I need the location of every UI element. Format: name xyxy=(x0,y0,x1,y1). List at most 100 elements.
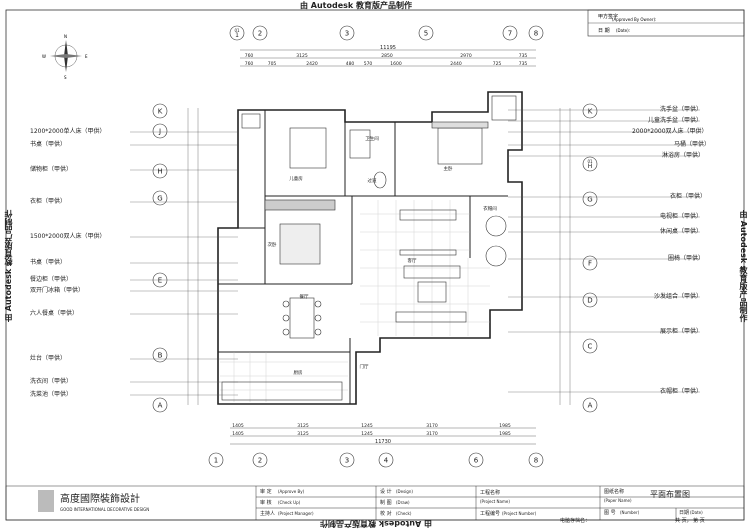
top-dimension-lines xyxy=(240,49,536,67)
tb-draw-en: (Draw) xyxy=(396,500,410,505)
room-label-6: 客厅 xyxy=(408,257,417,264)
callout-sideboard: 餐边柜（甲供） xyxy=(30,276,73,283)
tb-file-name: 电脑存档名： xyxy=(560,518,591,524)
grid-top-5: 7 xyxy=(502,25,518,41)
callout-coat-cabinet: 衣帽柜（甲供） xyxy=(660,388,703,395)
dim-bot1-0: 1405 xyxy=(232,423,244,429)
tb-checkby: 校 对 xyxy=(380,511,392,517)
side-dimension-lines xyxy=(187,108,571,405)
callout-sofa: 沙发组合（甲供） xyxy=(654,293,703,300)
callout-laundry: 洗衣间（甲供） xyxy=(30,378,73,385)
title-block xyxy=(5,485,745,521)
grid-right-1: 01H xyxy=(582,156,598,172)
dim-top-total: 11195 xyxy=(380,45,396,51)
grid-left-B-6: B xyxy=(152,347,168,363)
grid-bottom-4: 4 xyxy=(378,452,394,468)
grid-top-2-label: 2 xyxy=(258,30,262,38)
approval-signature-en: (Approved By Owner): xyxy=(612,17,656,22)
grid-right-2-label: G xyxy=(587,196,592,204)
grid-left-H-2-label: H xyxy=(157,168,162,176)
grid-top-6-label: 8 xyxy=(534,30,538,38)
tb-checkby-en: (Check) xyxy=(396,511,412,516)
grid-right-1-label: H xyxy=(588,163,593,170)
dim-top1-0: 760 xyxy=(245,53,254,59)
callout-toilet: 马桶（甲供） xyxy=(674,141,711,148)
dim-bot2-2: 1245 xyxy=(361,431,373,437)
room-label-0: 卫生间 xyxy=(365,135,379,142)
tb-project-no-en: (Project Number) xyxy=(502,511,537,516)
grid-top-1: 011 xyxy=(229,25,245,41)
grid-right-1-sub: 01 xyxy=(587,159,593,164)
approval-box: 甲方签字 (Approved By Owner): 日 期 (Date): xyxy=(587,9,745,37)
north-arrow-icon: N W E S xyxy=(42,34,88,80)
dim-top1-4: 735 xyxy=(519,53,528,59)
grid-top-3: 3 xyxy=(339,25,355,41)
grid-bottom-5: 6 xyxy=(468,452,484,468)
callout-child-washbasin: 儿童洗手盆（甲供） xyxy=(648,117,703,124)
grid-left-H-2: H xyxy=(152,163,168,179)
tb-approve: 审 定 xyxy=(260,489,272,495)
dim-top1-3: 2970 xyxy=(460,53,472,59)
tb-number: 图 号 xyxy=(604,510,616,516)
grid-right-4-label: D xyxy=(587,297,592,305)
watermark-bottom: 由 Autodesk 教育版产品制作 xyxy=(320,519,433,528)
grid-top-5-label: 7 xyxy=(508,30,512,38)
callout-king-bed: 2000*2000双人床（甲供） xyxy=(632,128,708,135)
bottom-dimension-lines xyxy=(230,427,536,445)
dim-top2-4: 570 xyxy=(364,61,373,67)
approval-date-en: (Date): xyxy=(616,28,630,33)
tb-page-total: 共 页， 第 页 xyxy=(675,518,705,524)
grid-right-0-label: K xyxy=(588,108,593,116)
tb-pm-en: (Project Manager) xyxy=(278,511,314,516)
grid-right-5: C xyxy=(582,338,598,354)
tb-design-en: (Design) xyxy=(396,489,413,494)
room-label-9: 门厅 xyxy=(360,363,369,370)
tb-paper-name: 图纸名称 xyxy=(604,489,625,495)
dim-bot2-0: 1405 xyxy=(232,431,244,437)
callout-washbasin: 洗手盆（甲供） xyxy=(660,106,703,113)
room-label-3: 主卧 xyxy=(444,165,453,172)
grid-left-J-1-label: J xyxy=(158,128,161,136)
callout-stove: 灶台（甲供） xyxy=(30,355,67,362)
tb-pm: 主持人 xyxy=(260,511,276,517)
callout-display: 展示柜（甲供） xyxy=(660,328,703,335)
grid-top-6: 8 xyxy=(528,25,544,41)
grid-right-0: K xyxy=(582,103,598,119)
approval-date-label: 日 期 xyxy=(598,28,610,34)
svg-text:S: S xyxy=(64,75,67,80)
room-label-5: 次卧 xyxy=(268,241,277,248)
dim-bot1-2: 1245 xyxy=(361,423,373,429)
grid-left-J-1: J xyxy=(152,123,168,139)
grid-bottom-4-label: 4 xyxy=(384,457,389,465)
grid-left-K-0-label: K xyxy=(158,108,163,116)
grid-top-2: 2 xyxy=(252,25,268,41)
tb-date-en: (Date) xyxy=(690,510,703,515)
watermark-left: 由 Autodesk 教育版产品制作 xyxy=(4,210,13,323)
tb-project-no: 工程编号 xyxy=(480,511,501,517)
right-callout-leaders xyxy=(508,109,700,393)
watermark-top: 由 Autodesk 教育版产品制作 xyxy=(300,1,413,10)
dim-bot1-1: 3125 xyxy=(297,423,309,429)
dim-bot1-4: 1985 xyxy=(499,423,511,429)
callout-wardrobe: 衣柜（甲供） xyxy=(30,198,67,205)
furniture xyxy=(221,95,517,401)
grid-bottom-6-label: 8 xyxy=(534,457,538,465)
dim-bottom-total: 11730 xyxy=(375,439,391,445)
dim-top2-0: 760 xyxy=(245,61,254,67)
grid-top-3-label: 3 xyxy=(345,30,349,38)
dim-bot2-1: 3125 xyxy=(297,431,309,437)
tb-design: 设 计 xyxy=(380,489,392,495)
tb-paper-name-en: (Paper Name) xyxy=(604,498,632,503)
dim-top2-2: 2420 xyxy=(306,61,318,67)
grid-right-3-label: F xyxy=(588,260,592,268)
grid-bottom-6: 8 xyxy=(528,452,544,468)
grid-right-4: D xyxy=(582,292,598,308)
svg-text:N: N xyxy=(64,34,67,39)
company-name: 高度國際裝飾設計 xyxy=(60,494,140,505)
tb-project-name: 工程名称 xyxy=(480,490,501,496)
tb-draw: 制 图 xyxy=(380,500,392,506)
